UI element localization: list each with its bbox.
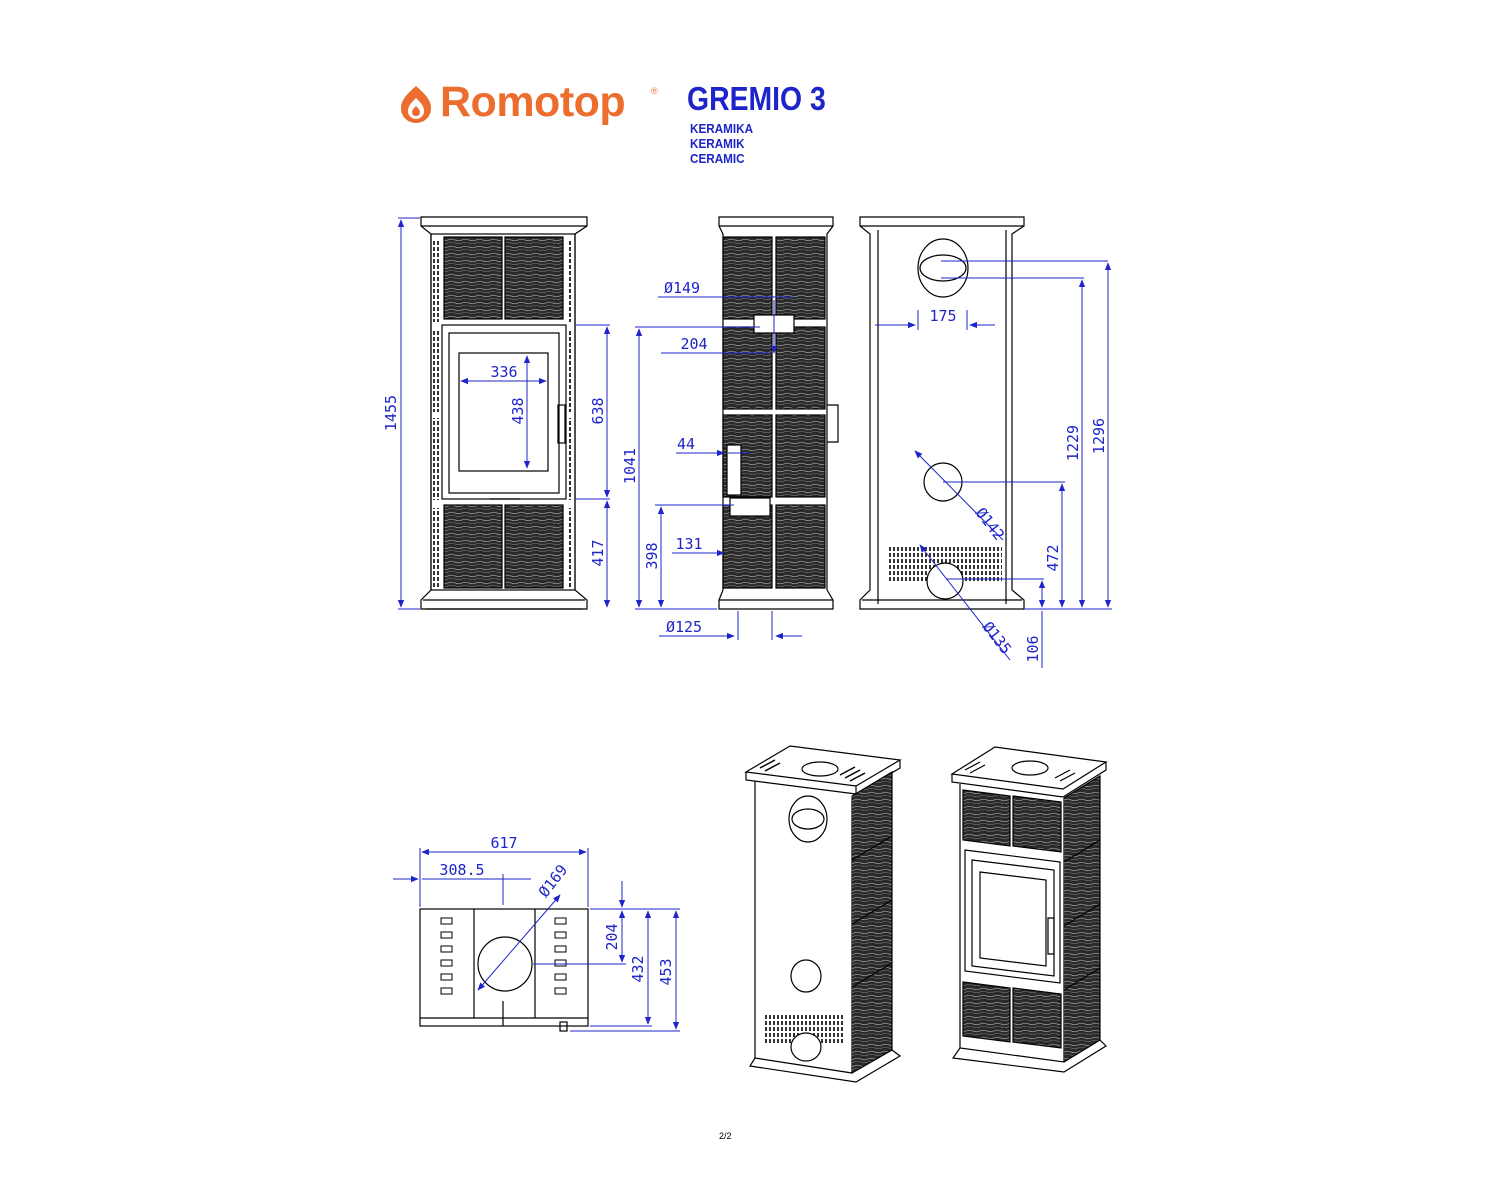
dim-glass-height: 438 [509, 397, 527, 424]
front-dimensions [397, 217, 611, 610]
dim-upper-outlet-height: 1041 [621, 448, 639, 484]
rear-dimensions [875, 260, 1112, 668]
top-view [419, 908, 589, 1032]
dim-air-inlet-offset: 44 [677, 435, 695, 453]
top-dimensions [393, 848, 680, 1032]
isometric-front-view [950, 746, 1108, 1073]
dim-upper-outlet-diameter: Ø149 [664, 279, 700, 297]
dim-total-depth: 453 [657, 958, 675, 985]
front-view [420, 216, 588, 610]
model-title: GREMIO 3 [687, 80, 826, 117]
dim-top-width: 617 [490, 834, 517, 852]
dim-door-height: 638 [589, 397, 607, 424]
dim-outlet-diameter: Ø169 [535, 861, 571, 901]
variant-label-cz: KERAMIKA [690, 121, 754, 136]
dim-glass-width: 336 [490, 363, 517, 381]
dim-bottom-inlet-height: 106 [1024, 635, 1042, 662]
dim-upper-outlet-offset: 204 [680, 335, 707, 353]
rear-view [859, 216, 1025, 610]
variant-label-de: KERAMIK [690, 136, 745, 151]
dim-air-inlet-diameter: Ø125 [666, 618, 702, 636]
dim-top-half-width: 308.5 [439, 861, 484, 879]
dim-lower-outlet-height: 398 [643, 542, 661, 569]
dim-bottom-inlet-diameter: Ø135 [979, 618, 1015, 658]
dim-rear-outlet-height: 472 [1044, 544, 1062, 571]
flame-icon [401, 86, 431, 123]
dim-top-outlet-width: 175 [929, 307, 956, 325]
dim-top-depth: 432 [629, 955, 647, 982]
dim-front-height: 1455 [382, 395, 400, 431]
variant-label-en: CERAMIC [690, 151, 745, 166]
brand-logo-text: Romotop [440, 78, 626, 126]
dim-total-height: 1296 [1090, 418, 1108, 454]
dim-lower-outlet-offset: 131 [675, 535, 702, 553]
isometric-rear-view [744, 745, 902, 1083]
dim-lower-height: 417 [589, 539, 607, 566]
side-dimensions [635, 296, 802, 640]
page-number: 2/2 [719, 1131, 732, 1141]
dim-top-outlet-height: 1229 [1064, 425, 1082, 461]
side-view [718, 216, 839, 610]
registered-mark: ® [651, 86, 658, 96]
dim-outlet-depth: 204 [603, 923, 621, 950]
